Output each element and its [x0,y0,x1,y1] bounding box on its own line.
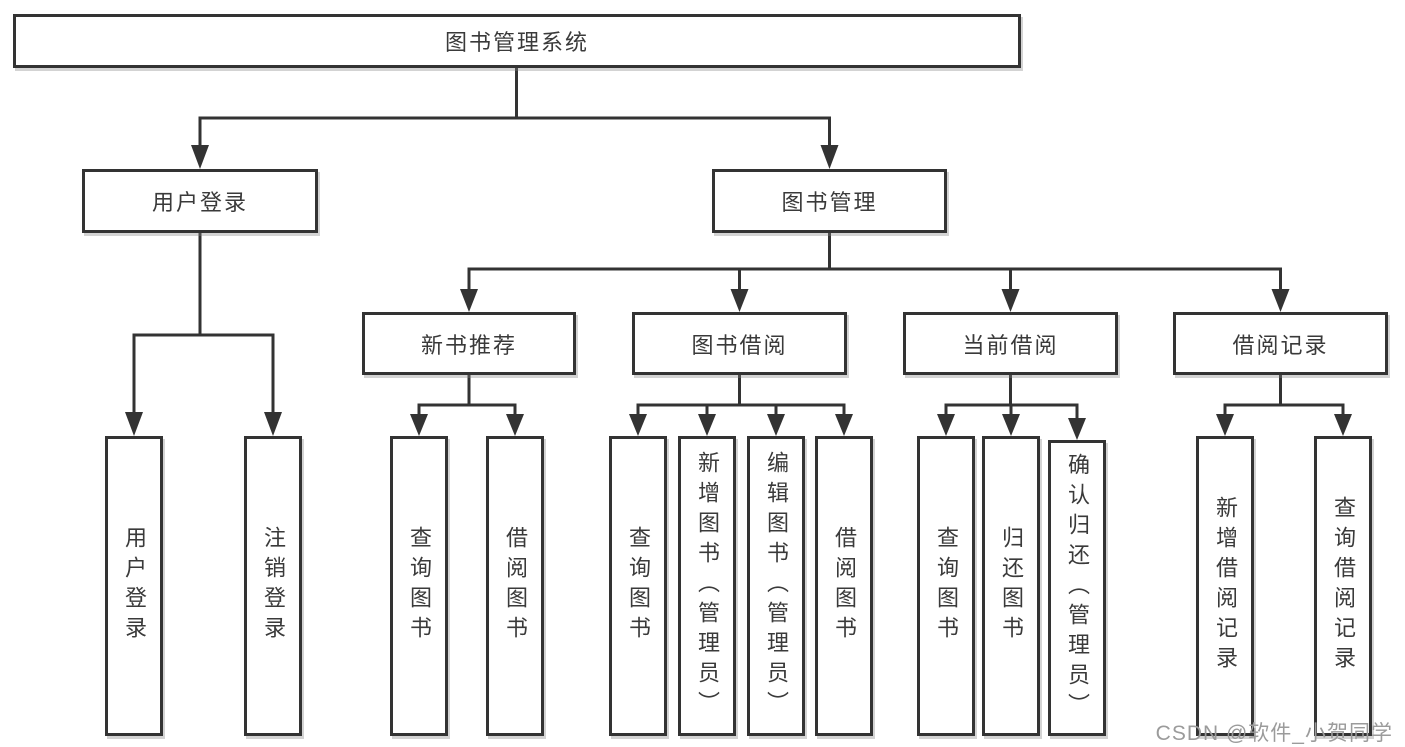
leaf-query-books-3: 查询图书 [917,436,975,736]
node-current-borrowing: 当前借阅 [903,312,1118,375]
leaf-add-books-admin: 新增图书（管理员） [678,436,736,736]
leaf-query-books-1: 查询图书 [390,436,448,736]
node-label: 新书推荐 [420,332,517,358]
node-label: 借阅记录 [1232,332,1329,358]
leaf-return-books: 归还图书 [982,436,1040,736]
node-book-borrowing: 图书借阅 [632,312,847,375]
node-label: 图书管理系统 [444,30,589,55]
node-book-management: 图书管理 [712,169,947,233]
leaf-borrow-books-1: 借阅图书 [486,436,544,736]
node-label: 图书管理 [781,190,878,215]
node-new-book-recommendation: 新书推荐 [362,312,576,375]
node-library-management-system: 图书管理系统 [13,14,1021,68]
leaf-add-borrow-record: 新增借阅记录 [1196,436,1254,736]
leaf-logout: 注销登录 [244,436,302,736]
node-user-login: 用户登录 [82,169,318,233]
node-borrowing-records: 借阅记录 [1173,312,1388,375]
leaf-query-books-2: 查询图书 [609,436,667,736]
leaf-borrow-books-2: 借阅图书 [815,436,873,736]
watermark: CSDN @软件_小贺同学 [1155,722,1393,745]
leaf-edit-books-admin: 编辑图书（管理员） [747,436,805,736]
node-label: 图书借阅 [691,332,788,358]
leaf-confirm-return-admin: 确认归还（管理员） [1048,440,1106,736]
leaf-user-login: 用户登录 [105,436,163,736]
node-label: 用户登录 [151,190,248,215]
node-label: 当前借阅 [962,332,1059,358]
leaf-query-borrow-record: 查询借阅记录 [1314,436,1372,736]
